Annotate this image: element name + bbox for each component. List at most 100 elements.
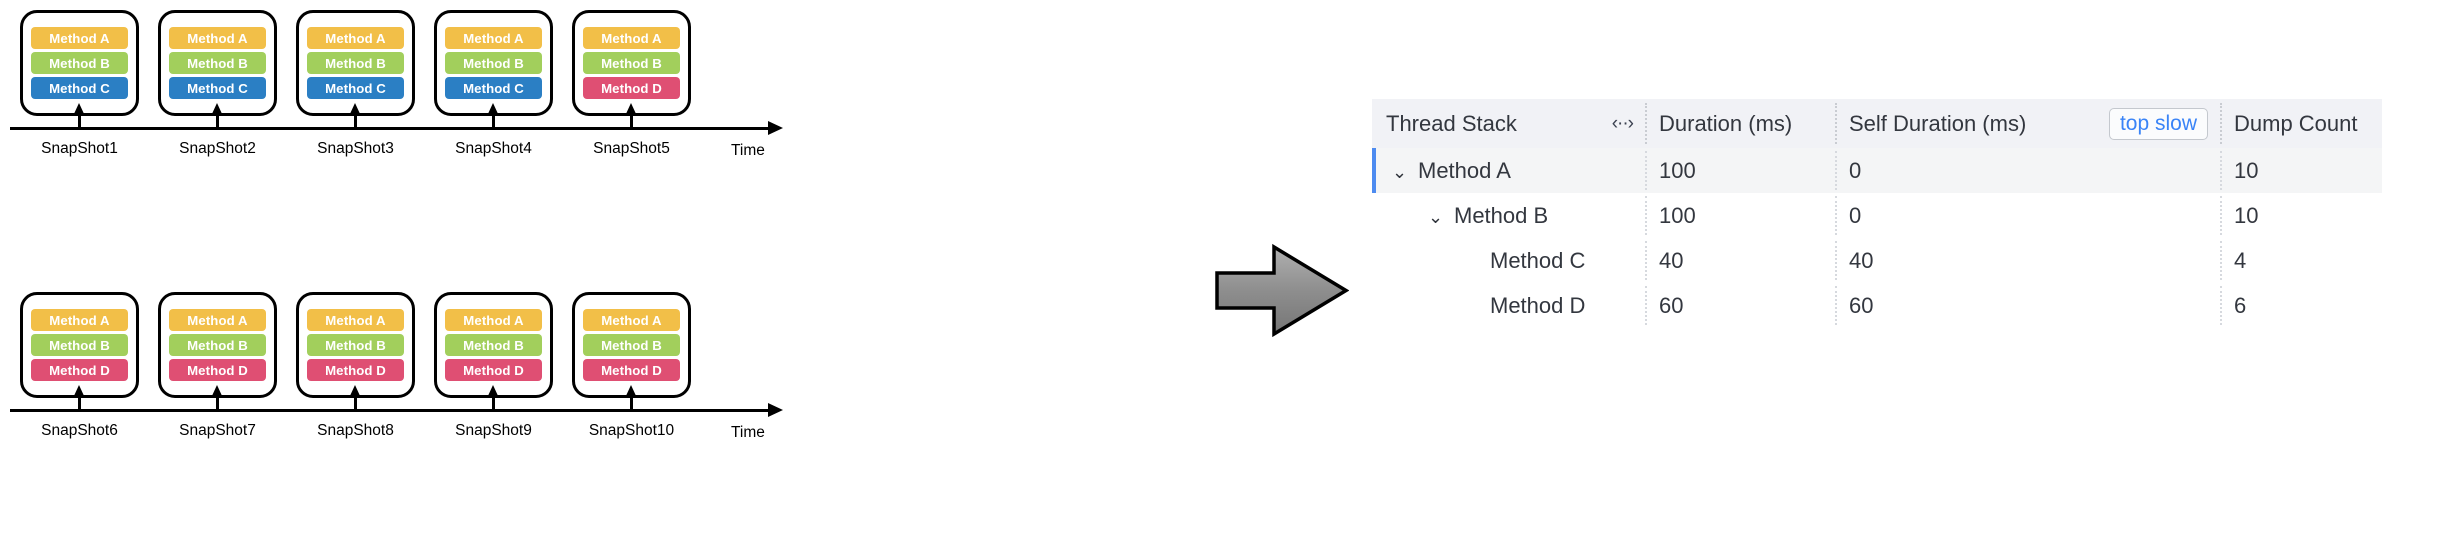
column-header-duration[interactable]: Duration (ms) [1645, 99, 1835, 148]
time-axis-line-1 [10, 127, 770, 130]
snapshot-tick-line [354, 114, 357, 130]
method-bar: Method B [445, 334, 542, 356]
snapshot-tick-line [216, 114, 219, 130]
column-header-self-duration[interactable]: Self Duration (ms) top slow [1835, 99, 2220, 148]
cell-thread-stack[interactable]: ⌄Method D [1372, 283, 1645, 328]
snapshot-tick-arrowhead [349, 385, 361, 398]
snapshot-card: Method A Method B Method D [158, 292, 277, 398]
column-header-thread-stack[interactable]: Thread Stack ‹··› [1372, 99, 1645, 148]
snapshot-card: Method A Method B Method D [572, 292, 691, 398]
column-header-duration-label: Duration (ms) [1659, 110, 1793, 136]
snapshot-tick-arrowhead [625, 385, 637, 398]
method-bar: Method A [307, 27, 404, 49]
snapshot-tick-arrowhead [487, 385, 499, 398]
top-slow-button[interactable]: top slow [2108, 107, 2208, 140]
cell-dump-count: 10 [2220, 193, 2382, 238]
method-bar: Method C [169, 77, 266, 99]
method-bar: Method B [31, 52, 128, 74]
method-bar: Method A [583, 309, 680, 331]
table-header-row: Thread Stack ‹··› Duration (ms) Self Dur… [1372, 99, 2382, 148]
snapshot-label: SnapShot10 [588, 422, 675, 439]
method-bar: Method A [169, 309, 266, 331]
method-bar: Method D [169, 359, 266, 381]
column-resize-icon[interactable]: ‹··› [1611, 112, 1634, 134]
snapshot-label: SnapShot8 [317, 422, 394, 439]
chevron-down-icon[interactable]: ⌄ [1392, 161, 1408, 182]
method-name-label: Method B [1454, 202, 1549, 228]
method-bar: Method D [31, 359, 128, 381]
table-header: Thread Stack ‹··› Duration (ms) Self Dur… [1372, 99, 2382, 148]
snapshot-label: SnapShot9 [455, 422, 532, 439]
method-bar: Method B [583, 334, 680, 356]
time-axis-arrowhead-2 [768, 403, 783, 417]
snapshot-tick-arrowhead [487, 103, 499, 116]
stack-cell: ⌄Method C [1386, 248, 1645, 274]
cell-self-duration: 0 [1835, 193, 2220, 238]
snapshot-label: SnapShot6 [41, 422, 118, 439]
method-bar: Method B [307, 52, 404, 74]
snapshot-tick-line [354, 396, 357, 412]
snapshot-tick-arrowhead [73, 385, 85, 398]
method-bar: Method A [31, 309, 128, 331]
snapshot-tick-line [630, 114, 633, 130]
method-bar: Method A [445, 27, 542, 49]
method-bar: Method B [169, 52, 266, 74]
method-bar: Method A [445, 309, 542, 331]
cell-dump-count: 6 [2220, 283, 2382, 328]
snapshot-label: SnapShot5 [593, 140, 670, 157]
snapshot-tick-arrowhead [211, 385, 223, 398]
chevron-down-icon[interactable]: ⌄ [1428, 206, 1444, 227]
cell-duration: 100 [1645, 193, 1835, 238]
column-header-dump-count[interactable]: Dump Count [2220, 99, 2382, 148]
method-bar: Method D [445, 359, 542, 381]
thread-stack-table-panel: Thread Stack ‹··› Duration (ms) Self Dur… [1372, 99, 2382, 389]
timeline-row-2: Method A Method B Method D Method A Method B… [0, 282, 1270, 532]
method-bar: Method A [307, 309, 404, 331]
snapshot-tick-arrowhead [73, 103, 85, 116]
method-bar: Method A [583, 27, 680, 49]
method-bar: Method B [169, 334, 266, 356]
method-bar: Method B [445, 52, 542, 74]
column-header-self-duration-label: Self Duration (ms) [1849, 110, 2027, 136]
cell-thread-stack[interactable]: ⌄ Method A [1372, 148, 1645, 193]
cell-duration: 40 [1645, 238, 1835, 283]
method-bar: Method D [583, 359, 680, 381]
method-name-label: Method A [1418, 157, 1511, 183]
method-bar: Method A [31, 27, 128, 49]
time-axis-label-1: Time [731, 142, 765, 159]
method-bar: Method A [169, 27, 266, 49]
cell-thread-stack[interactable]: ⌄ Method B [1372, 193, 1645, 238]
cell-dump-count: 10 [2220, 148, 2382, 193]
cell-duration: 100 [1645, 148, 1835, 193]
stack-cell: ⌄ Method A [1386, 158, 1645, 184]
method-bar: Method C [31, 77, 128, 99]
snapshot-label: SnapShot2 [179, 140, 256, 157]
method-name-label: Method D [1490, 292, 1586, 318]
flow-right-arrow-icon [1215, 243, 1349, 338]
snapshot-label: SnapShot3 [317, 140, 394, 157]
method-bar: Method D [583, 77, 680, 99]
thread-stack-table: Thread Stack ‹··› Duration (ms) Self Dur… [1372, 99, 2382, 328]
cell-self-duration: 60 [1835, 283, 2220, 328]
cell-thread-stack[interactable]: ⌄Method C [1372, 238, 1645, 283]
stack-cell: ⌄ Method B [1386, 203, 1645, 229]
snapshot-tick-line [78, 396, 81, 412]
snapshot-tick-arrowhead [211, 103, 223, 116]
snapshot-card: Method A Method B Method C [20, 10, 139, 116]
method-bar: Method B [31, 334, 128, 356]
method-bar: Method C [307, 77, 404, 99]
time-axis-label-2: Time [731, 424, 765, 441]
snapshot-tick-line [492, 396, 495, 412]
time-axis-line-2 [10, 409, 770, 412]
stack-cell: ⌄Method D [1386, 293, 1645, 319]
